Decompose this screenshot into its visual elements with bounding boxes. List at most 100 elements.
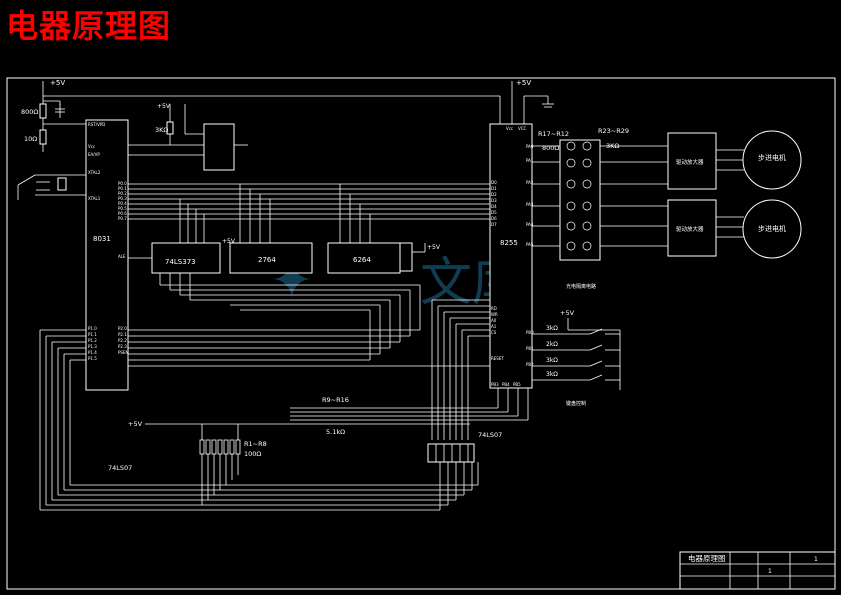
drawing-frame bbox=[6, 77, 836, 590]
svg-text:Vcc: Vcc bbox=[88, 144, 95, 149]
svg-text:P0.0: P0.0 bbox=[118, 181, 127, 186]
svg-text:D5: D5 bbox=[491, 210, 497, 215]
driver-1 bbox=[667, 132, 717, 190]
svg-text:XTAL1: XTAL1 bbox=[88, 196, 101, 201]
r1-label: R1~R8 bbox=[244, 440, 267, 448]
svg-text:D4: D4 bbox=[491, 204, 497, 209]
resistor-bank-r1 bbox=[199, 439, 241, 455]
page-title: 电器原理图 bbox=[6, 7, 172, 45]
svg-text:PB1: PB1 bbox=[526, 346, 534, 351]
svg-text:P2.2: P2.2 bbox=[118, 338, 127, 343]
chip-74ls373 bbox=[151, 242, 221, 274]
svg-text:D3: D3 bbox=[491, 198, 497, 203]
svg-text:P1.2: P1.2 bbox=[88, 338, 97, 343]
svg-text:PA1: PA1 bbox=[526, 158, 534, 163]
svg-text:CS: CS bbox=[491, 330, 497, 335]
svg-text:D1: D1 bbox=[491, 186, 497, 191]
chip-6264-label: 6264 bbox=[353, 256, 371, 264]
k1-label: 3kΩ bbox=[546, 325, 558, 332]
svg-text:RST/VPD: RST/VPD bbox=[88, 122, 105, 127]
r23-label: R23~R29 bbox=[598, 127, 629, 135]
driver-2-label: 驱动放大器 bbox=[676, 225, 704, 233]
chip-74ls07-right bbox=[427, 443, 475, 463]
title-block bbox=[679, 551, 836, 590]
r9v-label: 5.1kΩ bbox=[326, 428, 345, 436]
k3-label: 3kΩ bbox=[546, 357, 558, 364]
svg-text:XTAL2: XTAL2 bbox=[88, 170, 101, 175]
svg-text:EA/VP: EA/VP bbox=[88, 152, 100, 157]
opto-note: 光电隔离电路 bbox=[566, 283, 596, 290]
svg-text:D0: D0 bbox=[491, 180, 497, 185]
svg-text:P2.0: P2.0 bbox=[118, 326, 127, 331]
r9-label: R9~R16 bbox=[322, 396, 349, 404]
vcc-6264-label: +5V bbox=[427, 244, 441, 251]
driver-1-label: 驱动放大器 bbox=[676, 158, 704, 166]
titleblock-qty: 1 bbox=[768, 568, 772, 575]
svg-text:P1.1: P1.1 bbox=[88, 332, 97, 337]
svg-text:D7: D7 bbox=[491, 222, 497, 227]
svg-text:RESET: RESET bbox=[491, 356, 504, 361]
svg-text:D2: D2 bbox=[491, 192, 497, 197]
chip-74ls07-right-label: 74LS07 bbox=[478, 431, 502, 439]
chip-8255 bbox=[489, 123, 533, 389]
svg-text:P2.3: P2.3 bbox=[118, 344, 127, 349]
svg-text:PB2: PB2 bbox=[526, 362, 534, 367]
chip-2764-label: 2764 bbox=[258, 256, 276, 264]
chip-74ls07-left-label: 74LS07 bbox=[108, 464, 132, 472]
k4-label: 3kΩ bbox=[546, 371, 558, 378]
k2-label: 2kΩ bbox=[546, 341, 558, 348]
chip-8255-label: 8255 bbox=[500, 239, 518, 247]
svg-text:P0.4: P0.4 bbox=[118, 201, 127, 206]
chip-8031-label: 8031 bbox=[93, 235, 111, 243]
r800-label: 800Ω bbox=[21, 108, 38, 116]
svg-text:PB5: PB5 bbox=[513, 382, 521, 387]
r17-label: R17~R12 bbox=[538, 130, 569, 138]
chip-6264 bbox=[327, 242, 401, 274]
resistor-10 bbox=[39, 129, 47, 145]
svg-text:PSEN: PSEN bbox=[118, 350, 128, 355]
svg-text:P1.4: P1.4 bbox=[88, 350, 97, 355]
svg-text:PB3: PB3 bbox=[491, 382, 499, 387]
svg-text:P1.0: P1.0 bbox=[88, 326, 97, 331]
vcc-left-label: +5V bbox=[128, 420, 143, 428]
vcc-box bbox=[399, 242, 413, 272]
motor-2-label: 步进电机 bbox=[758, 224, 786, 233]
vcc-8255-label: +5V bbox=[516, 79, 531, 87]
chip-8031 bbox=[85, 119, 129, 391]
crystal bbox=[57, 177, 67, 191]
vcc-3k-label: +5V bbox=[157, 103, 171, 110]
titleblock-name: 电器原理图 bbox=[688, 553, 726, 563]
r800b-label: 800Ω bbox=[542, 144, 559, 152]
vcc-mid-label: +5V bbox=[222, 238, 236, 245]
svg-text:P0.1: P0.1 bbox=[118, 186, 127, 191]
vcc-keys-label: +5V bbox=[560, 309, 575, 317]
svg-text:D6: D6 bbox=[491, 216, 497, 221]
svg-text:VCC: VCC bbox=[518, 126, 527, 131]
svg-text:PA5: PA5 bbox=[526, 242, 534, 247]
driver-2 bbox=[667, 199, 717, 257]
svg-text:PA2: PA2 bbox=[526, 180, 534, 185]
motor-1 bbox=[742, 130, 802, 190]
svg-text:P0.7: P0.7 bbox=[118, 216, 127, 221]
r3k-label: 3KΩ bbox=[155, 126, 168, 134]
svg-text:P0.3: P0.3 bbox=[118, 196, 127, 201]
svg-text:P1.3: P1.3 bbox=[88, 344, 97, 349]
keys-note: 键盘控制 bbox=[566, 400, 586, 407]
r1v-label: 100Ω bbox=[244, 450, 261, 458]
opto-rows bbox=[532, 139, 668, 261]
vcc-top-label: +5V bbox=[50, 79, 65, 87]
motor-1-label: 步进电机 bbox=[758, 153, 786, 162]
motor-2 bbox=[742, 199, 802, 259]
svg-text:Vcc: Vcc bbox=[506, 126, 513, 131]
svg-text:RD: RD bbox=[491, 306, 497, 311]
titleblock-scale: 1 bbox=[814, 556, 818, 563]
svg-text:A1: A1 bbox=[491, 324, 497, 329]
chip-decoder bbox=[203, 123, 235, 171]
svg-text:A0: A0 bbox=[491, 318, 497, 323]
svg-text:P0.2: P0.2 bbox=[118, 191, 127, 196]
svg-text:PA4: PA4 bbox=[526, 222, 534, 227]
svg-text:PB4: PB4 bbox=[502, 382, 510, 387]
svg-text:WR: WR bbox=[491, 312, 498, 317]
svg-text:P2.1: P2.1 bbox=[118, 332, 127, 337]
